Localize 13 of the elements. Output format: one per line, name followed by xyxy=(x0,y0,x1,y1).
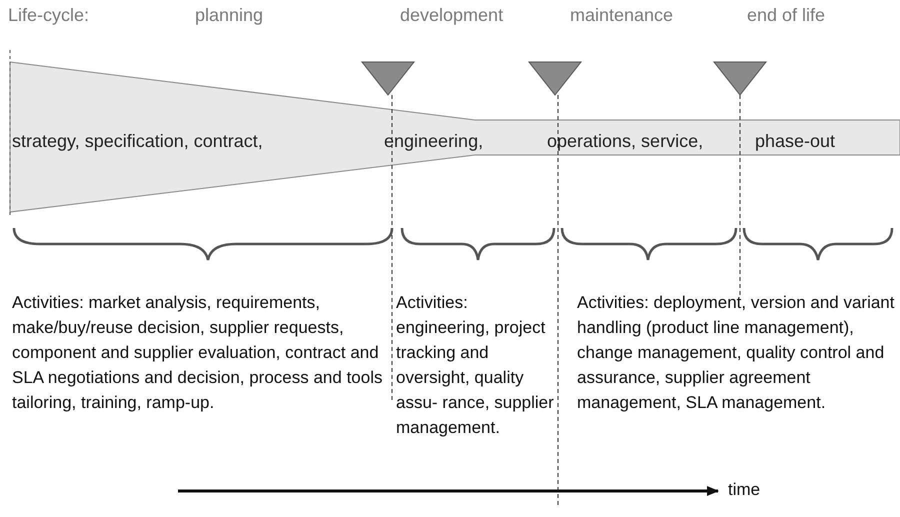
phase-text: engineering, xyxy=(384,131,484,153)
phase-heading: planning xyxy=(195,5,264,27)
phase-text: phase-out xyxy=(755,131,836,153)
heading-text: Life-cycle: xyxy=(8,5,90,27)
phase-text: strategy, specification, contract, xyxy=(12,131,263,153)
axis-label: time xyxy=(728,480,760,500)
activities-paragraph: Activities: market analysis, requirements, make/buy/reuse decision, supplier requests, component and supplier evaluation, contract and SLA negotiations and decision, process and tools tailoring, training, ramp-up. xyxy=(12,292,384,414)
activities-paragraph: Activities: deployment, version and variant handling (product line management), change management, quality control and assurance, supplier agreement management, SLA management. xyxy=(577,292,895,414)
phase-heading: development xyxy=(400,5,504,27)
phase-heading: end of life xyxy=(747,5,826,27)
phase-text: operations, service, xyxy=(547,131,704,153)
phase-heading: maintenance xyxy=(570,5,674,27)
activities-paragraph: Activities: engineering, project tracking and oversight, quality assu- rance, supplier management. xyxy=(396,292,554,439)
